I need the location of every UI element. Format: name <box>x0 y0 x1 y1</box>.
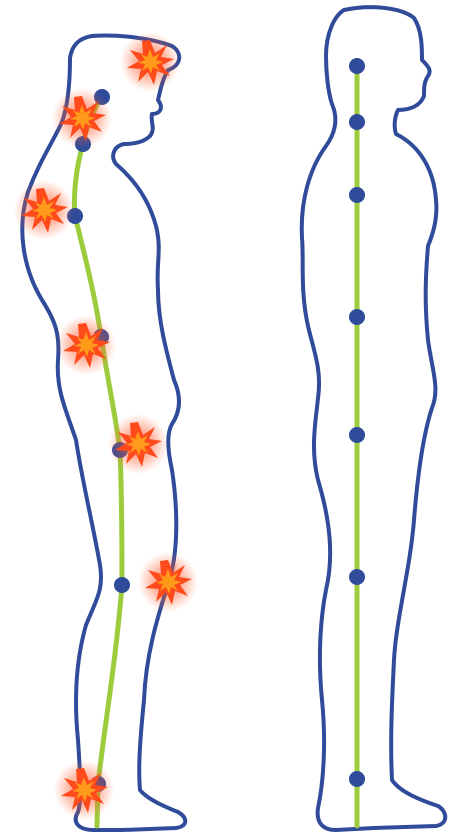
correct-posture-figure <box>302 7 446 830</box>
joint-marker-icon <box>349 187 365 203</box>
correct-posture-body-outline <box>302 7 446 830</box>
joint-marker-icon <box>349 427 365 443</box>
poor-posture-figure <box>14 32 198 830</box>
joint-marker-icon <box>349 569 365 585</box>
joint-marker-icon <box>349 771 365 787</box>
pain-burst-icon <box>108 414 168 474</box>
pain-burst-icon <box>138 552 198 612</box>
joint-marker-icon <box>349 58 365 74</box>
joint-marker-icon <box>349 114 365 130</box>
pain-burst-icon <box>54 760 114 820</box>
joint-marker-icon <box>349 309 365 325</box>
pain-burst-icon <box>56 315 116 375</box>
pain-burst-icon <box>52 88 112 148</box>
pain-burst-icon <box>120 32 180 92</box>
pain-burst-icon <box>14 180 74 240</box>
joint-marker-icon <box>114 577 130 593</box>
